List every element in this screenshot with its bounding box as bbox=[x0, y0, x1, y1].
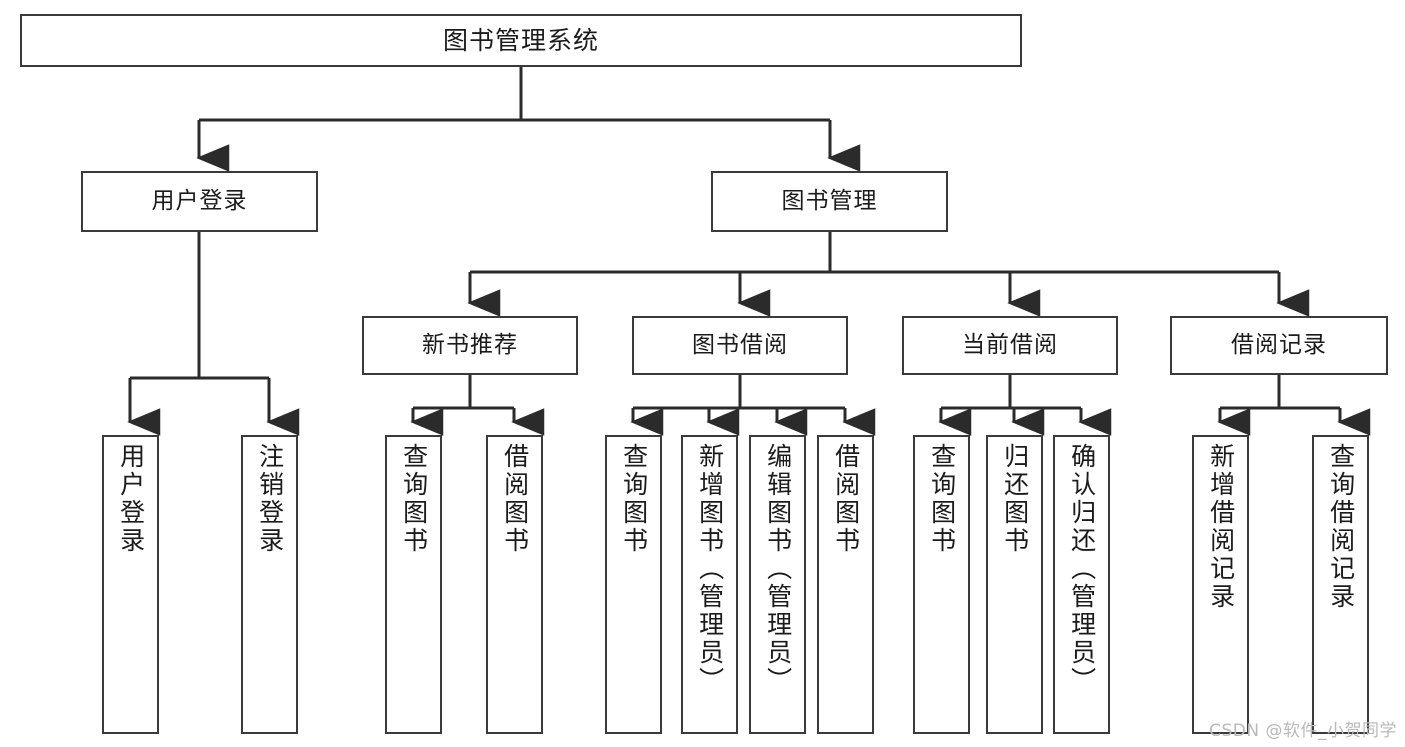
node-leaf-borrow-book-1[interactable]: 借阅图书 bbox=[486, 435, 543, 734]
node-user-login[interactable]: 用户登录 bbox=[81, 171, 318, 232]
node-label: 当前借阅 bbox=[962, 331, 1058, 358]
node-label: 查询图书 bbox=[399, 443, 429, 555]
node-leaf-edit-book[interactable]: 编辑图书（管理员） bbox=[749, 435, 806, 734]
node-leaf-user-login[interactable]: 用户登录 bbox=[102, 435, 159, 734]
node-leaf-add-book[interactable]: 新增图书（管理员） bbox=[681, 435, 738, 734]
node-label: 借阅记录 bbox=[1231, 331, 1327, 358]
node-label: 借阅图书 bbox=[500, 443, 530, 555]
node-leaf-query-record[interactable]: 查询借阅记录 bbox=[1312, 435, 1369, 734]
node-leaf-query-book-2[interactable]: 查询图书 bbox=[605, 435, 662, 734]
node-label: 新书推荐 bbox=[422, 331, 518, 358]
node-label: 新增图书（管理员） bbox=[695, 443, 725, 695]
node-label: 新增借阅记录 bbox=[1206, 443, 1236, 611]
node-label: 查询借阅记录 bbox=[1326, 443, 1356, 611]
node-label: 编辑图书（管理员） bbox=[763, 443, 793, 695]
node-label: 用户登录 bbox=[151, 187, 248, 214]
node-label: 归还图书 bbox=[1000, 443, 1030, 555]
node-leaf-return-book[interactable]: 归还图书 bbox=[986, 435, 1043, 734]
csdn-watermark: CSDN @软件_小贺同学 bbox=[1209, 721, 1397, 741]
node-label: 用户登录 bbox=[116, 443, 146, 555]
node-label: 图书管理系统 bbox=[442, 25, 599, 55]
node-root-system[interactable]: 图书管理系统 bbox=[20, 14, 1022, 67]
node-label: 注销登录 bbox=[255, 443, 285, 555]
node-leaf-user-logout[interactable]: 注销登录 bbox=[241, 435, 298, 734]
node-borrow-record[interactable]: 借阅记录 bbox=[1170, 316, 1388, 375]
node-current-borrow[interactable]: 当前借阅 bbox=[902, 316, 1118, 375]
node-label: 查询图书 bbox=[619, 443, 649, 555]
node-label: 查询图书 bbox=[927, 443, 957, 555]
node-book-manage[interactable]: 图书管理 bbox=[711, 171, 948, 232]
node-leaf-confirm-return[interactable]: 确认归还（管理员） bbox=[1053, 435, 1110, 734]
node-leaf-query-book-3[interactable]: 查询图书 bbox=[913, 435, 970, 734]
node-leaf-borrow-book-2[interactable]: 借阅图书 bbox=[817, 435, 874, 734]
node-leaf-query-book-1[interactable]: 查询图书 bbox=[385, 435, 442, 734]
node-new-book-recommend[interactable]: 新书推荐 bbox=[362, 316, 578, 375]
node-label: 借阅图书 bbox=[831, 443, 861, 555]
node-label: 确认归还（管理员） bbox=[1067, 443, 1097, 695]
node-label: 图书借阅 bbox=[692, 331, 788, 358]
node-book-borrow[interactable]: 图书借阅 bbox=[632, 316, 848, 375]
node-label: 图书管理 bbox=[781, 187, 878, 214]
node-leaf-add-record[interactable]: 新增借阅记录 bbox=[1192, 435, 1249, 734]
